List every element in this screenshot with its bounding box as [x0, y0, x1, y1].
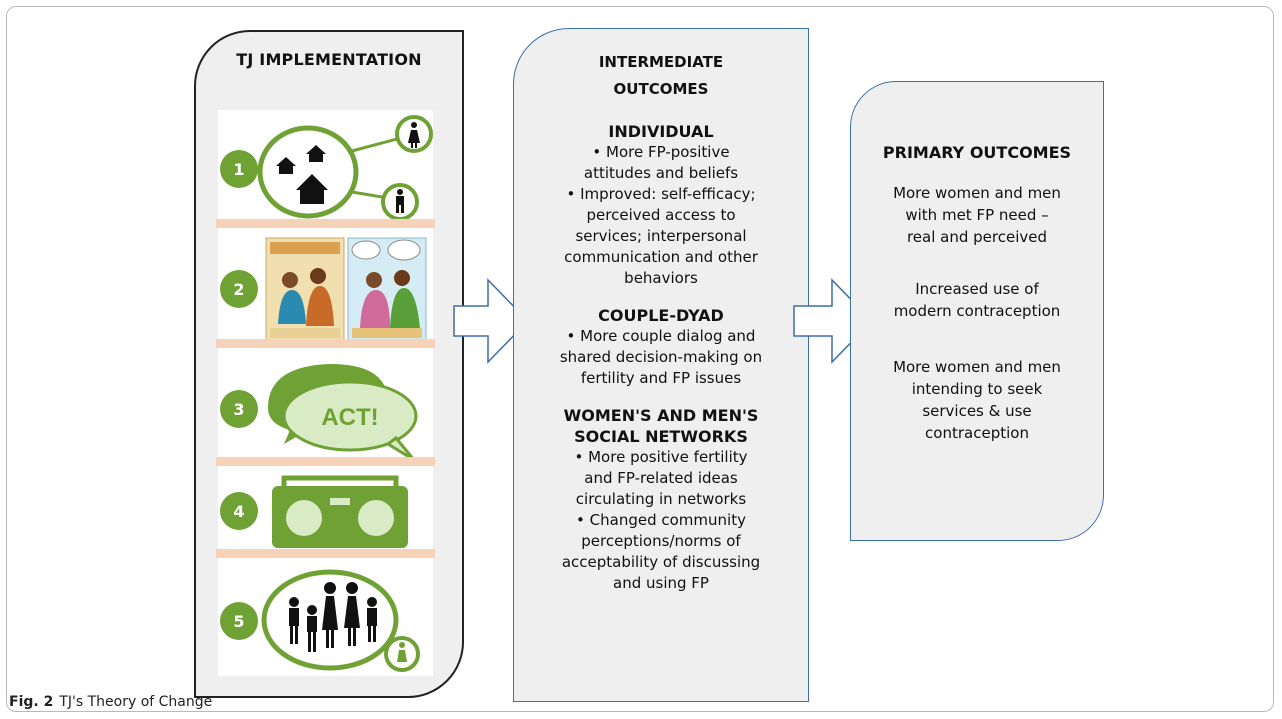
couple-illustration-icon — [265, 237, 427, 343]
step-separator — [216, 457, 435, 466]
primary-outcomes-box: PRIMARY OUTCOMES More women and men with… — [850, 81, 1104, 541]
primary-outcome-line: intending to seek — [911, 380, 1043, 398]
primary-outcome-intention: More women and men intending to seek ser… — [851, 356, 1103, 444]
individual-line: communication and other — [564, 248, 758, 266]
step-3-panel: 3 ACT! — [218, 348, 433, 464]
step-2-panel: 2 — [218, 228, 433, 346]
social-networks-heading: WOMEN'S AND MEN'S — [563, 406, 759, 425]
primary-outcome-line: Increased use of — [915, 280, 1039, 298]
primary-outcome-line: real and perceived — [906, 228, 1048, 246]
step-1-panel: 1 — [218, 110, 433, 226]
social-networks-section: WOMEN'S AND MEN'S SOCIAL NETWORKS • More… — [514, 405, 808, 594]
step-5-number: 5 — [220, 602, 258, 640]
community-houses-icon — [257, 115, 433, 221]
step-separator — [216, 339, 435, 348]
networks-line: • More positive fertility — [574, 448, 748, 466]
primary-outcome-line: services & use — [922, 402, 1032, 420]
family-group-icon — [261, 569, 420, 672]
intermediate-outcomes-title: INTERMEDIATE OUTCOMES — [514, 49, 808, 103]
intermediate-title-line: INTERMEDIATE — [598, 53, 724, 71]
primary-outcome-line: More women and men — [893, 184, 1061, 202]
figure-caption: Fig. 2 TJ's Theory of Change — [9, 694, 212, 710]
networks-line: and using FP — [613, 574, 709, 592]
step-1-number: 1 — [220, 150, 258, 188]
intermediate-outcomes-box: INTERMEDIATE OUTCOMES INDIVIDUAL • More … — [513, 28, 809, 702]
step-separator — [216, 549, 435, 558]
individual-line: behaviors — [624, 269, 698, 287]
primary-outcome-contraception-use: Increased use of modern contraception — [851, 278, 1103, 322]
individual-line: attitudes and beliefs — [583, 164, 739, 182]
individual-heading: INDIVIDUAL — [608, 122, 714, 141]
couple-dyad-section: COUPLE-DYAD • More couple dialog and sha… — [514, 305, 808, 389]
tj-implementation-title: TJ IMPLEMENTATION — [236, 50, 422, 69]
flow-arrow-1 — [453, 278, 530, 364]
primary-outcomes-title: PRIMARY OUTCOMES — [882, 143, 1072, 162]
individual-line: perceived access to — [586, 206, 736, 224]
tj-implementation-box: TJ IMPLEMENTATION 1 2 — [194, 30, 464, 698]
intermediate-title-line: OUTCOMES — [613, 80, 709, 98]
individual-line: services; interpersonal — [575, 227, 747, 245]
networks-line: and FP-related ideas — [584, 469, 738, 487]
primary-outcome-met-need: More women and men with met FP need – re… — [851, 182, 1103, 248]
networks-line: acceptability of discussing — [561, 553, 761, 571]
step-4-panel: 4 — [218, 466, 433, 556]
step-5-panel: 5 — [218, 558, 433, 676]
primary-outcome-line: contraception — [925, 424, 1029, 442]
step-3-number: 3 — [220, 390, 258, 428]
social-networks-heading: SOCIAL NETWORKS — [574, 427, 748, 446]
couple-line: fertility and FP issues — [580, 369, 742, 387]
individual-section: INDIVIDUAL • More FP-positive attitudes … — [514, 121, 808, 289]
couple-line: • More couple dialog and — [566, 327, 756, 345]
step-4-number: 4 — [220, 492, 258, 530]
radio-icon — [272, 475, 408, 548]
primary-outcome-line: modern contraception — [893, 302, 1061, 320]
individual-line: • More FP-positive — [592, 143, 730, 161]
step-2-number: 2 — [220, 270, 258, 308]
couple-dyad-heading: COUPLE-DYAD — [598, 306, 724, 325]
couple-line: shared decision-making on — [559, 348, 763, 366]
speech-bubble-act-icon: ACT! — [268, 364, 418, 462]
primary-outcome-line: with met FP need – — [905, 206, 1049, 224]
primary-outcome-line: More women and men — [893, 358, 1061, 376]
step-separator — [216, 219, 435, 228]
figure-frame — [6, 6, 1274, 712]
act-label: ACT! — [321, 404, 378, 431]
networks-line: perceptions/norms of — [581, 532, 741, 550]
figure-caption-label: Fig. 2 — [9, 694, 54, 710]
networks-line: circulating in networks — [575, 490, 747, 508]
individual-line: • Improved: self-efficacy; — [566, 185, 756, 203]
figure-caption-text: TJ's Theory of Change — [59, 694, 213, 710]
networks-line: • Changed community — [576, 511, 746, 529]
